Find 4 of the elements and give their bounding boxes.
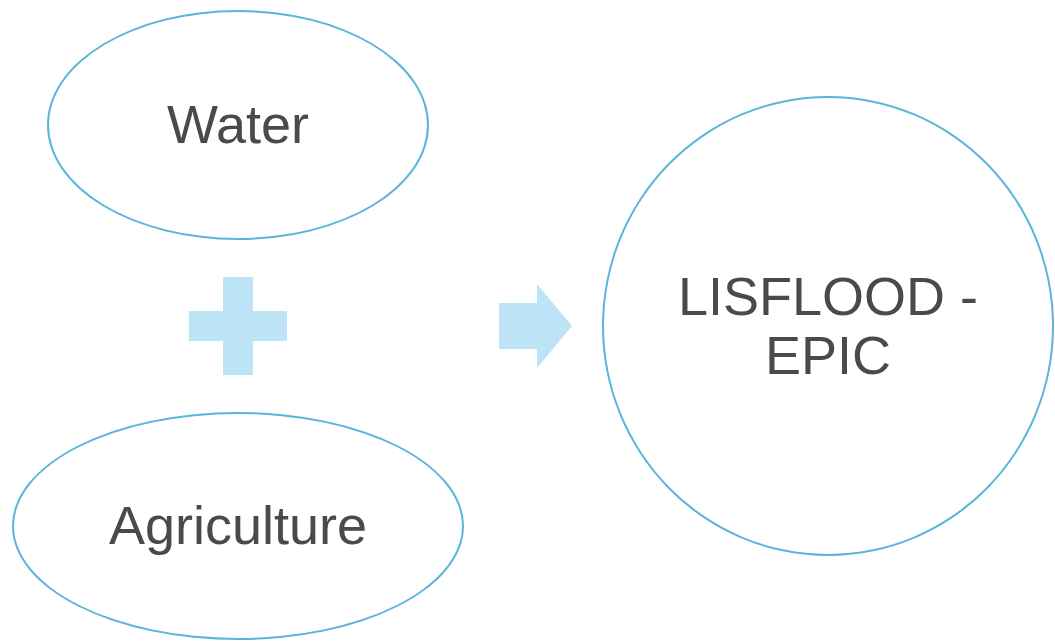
node-label: LISFLOOD - EPIC [676,266,980,386]
node-label: Agriculture [108,496,368,556]
block-arrow [499,284,572,368]
node-label: Water [167,95,309,155]
